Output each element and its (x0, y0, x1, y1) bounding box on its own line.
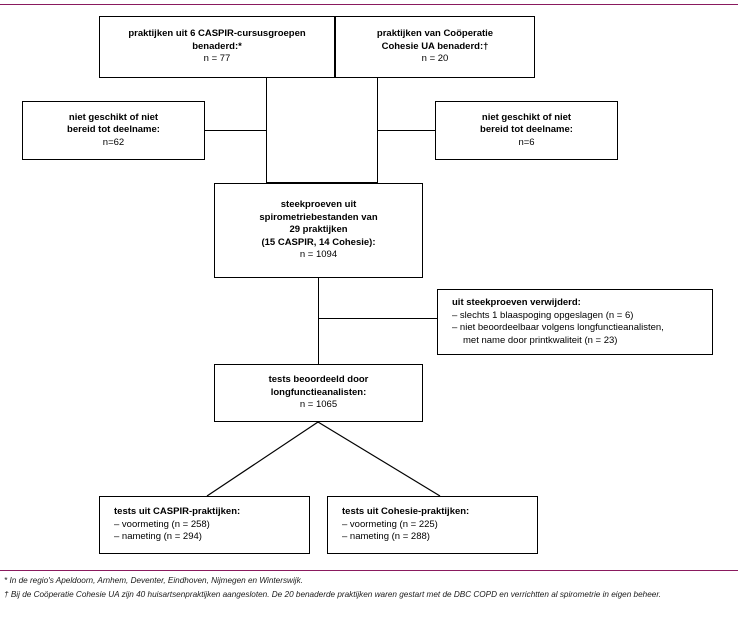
box-cohesie-groups-line-3: n = 20 (421, 53, 449, 65)
connector-to-removed (318, 318, 437, 319)
box-caspir-tests: tests uit CASPIR-praktijken: – voormetin… (99, 496, 310, 554)
box-samples-line-2: spirometriebestanden van (259, 211, 378, 223)
top-divider-rule (0, 4, 738, 5)
box-removed-line-2: – slechts 1 blaaspoging opgeslagen (n = … (452, 309, 634, 321)
box-removed-line-4: met name door printkwaliteit (n = 23) (463, 334, 618, 346)
box-cohesie-tests: tests uit Cohesie-praktijken: – voormeti… (327, 496, 538, 554)
box-cohesie-groups-line-2: Cohesie UA benaderd:† (381, 40, 489, 52)
connector-merge-to-samples (266, 182, 378, 183)
box-assessed-line-1: tests beoordeeld door (268, 374, 369, 386)
box-caspir-groups-line-1: praktijken uit 6 CASPIR-cursusgroepen (128, 28, 306, 40)
box-cohesie-tests-line-3: – nameting (n = 288) (342, 531, 430, 543)
box-assessed-line-2: longfunctieanalisten: (270, 386, 367, 398)
box-cohesie-groups: praktijken van Coöperatie Cohesie UA ben… (335, 16, 535, 78)
box-samples: steekproeven uit spirometriebestanden va… (214, 183, 423, 278)
connector-samples-down (318, 278, 319, 364)
box-assessed-line-3: n = 1065 (299, 399, 338, 411)
footnote-asterisk: * In de regio's Apeldoorn, Arnhem, Deven… (4, 576, 303, 585)
box-caspir-tests-line-3: – nameting (n = 294) (114, 531, 202, 543)
box-samples-line-4: (15 CASPIR, 14 Cohesie): (261, 236, 376, 248)
box-samples-line-5: n = 1094 (299, 249, 338, 261)
box-caspir-groups: praktijken uit 6 CASPIR-cursusgroepen be… (99, 16, 335, 78)
box-excluded-right-line-3: n=6 (518, 136, 535, 148)
connector-excluded-right (377, 130, 435, 131)
box-removed-line-3: – niet beoordeelbaar volgens longfunctie… (452, 322, 664, 333)
box-caspir-tests-line-1: tests uit CASPIR-praktijken: (114, 506, 241, 518)
box-excluded-right-line-1: niet geschikt of niet (481, 111, 572, 123)
box-excluded-left-line-2: bereid tot deelname: (67, 124, 160, 136)
footnote-dagger: † Bij de Coöperatie Cohesie UA zijn 40 h… (4, 590, 662, 599)
box-removed-line-1: uit steekproeven verwijderd: (452, 297, 581, 308)
box-cohesie-tests-line-2: – voormeting (n = 225) (342, 518, 438, 530)
box-samples-line-1: steekproeven uit (280, 199, 357, 211)
box-excluded-right-line-2: bereid tot deelname: (480, 124, 573, 136)
box-samples-line-3: 29 praktijken (289, 224, 348, 236)
bottom-divider-rule (0, 570, 738, 571)
connector-excluded-left (205, 130, 267, 131)
box-cohesie-tests-line-1: tests uit Cohesie-praktijken: (342, 506, 470, 518)
box-excluded-right: niet geschikt of niet bereid tot deelnam… (435, 101, 618, 160)
box-excluded-left-line-1: niet geschikt of niet (68, 111, 159, 123)
box-caspir-groups-line-3: n = 77 (203, 53, 231, 65)
box-assessed: tests beoordeeld door longfunctieanalist… (214, 364, 423, 422)
box-cohesie-groups-line-1: praktijken van Coöperatie (376, 28, 494, 40)
box-excluded-left: niet geschikt of niet bereid tot deelnam… (22, 101, 205, 160)
box-removed: uit steekproeven verwijderd: – slechts 1… (437, 289, 713, 355)
box-caspir-tests-line-2: – voormeting (n = 258) (114, 518, 210, 530)
box-excluded-left-line-3: n=62 (102, 136, 125, 148)
box-caspir-groups-line-2: benaderd:* (192, 40, 242, 52)
